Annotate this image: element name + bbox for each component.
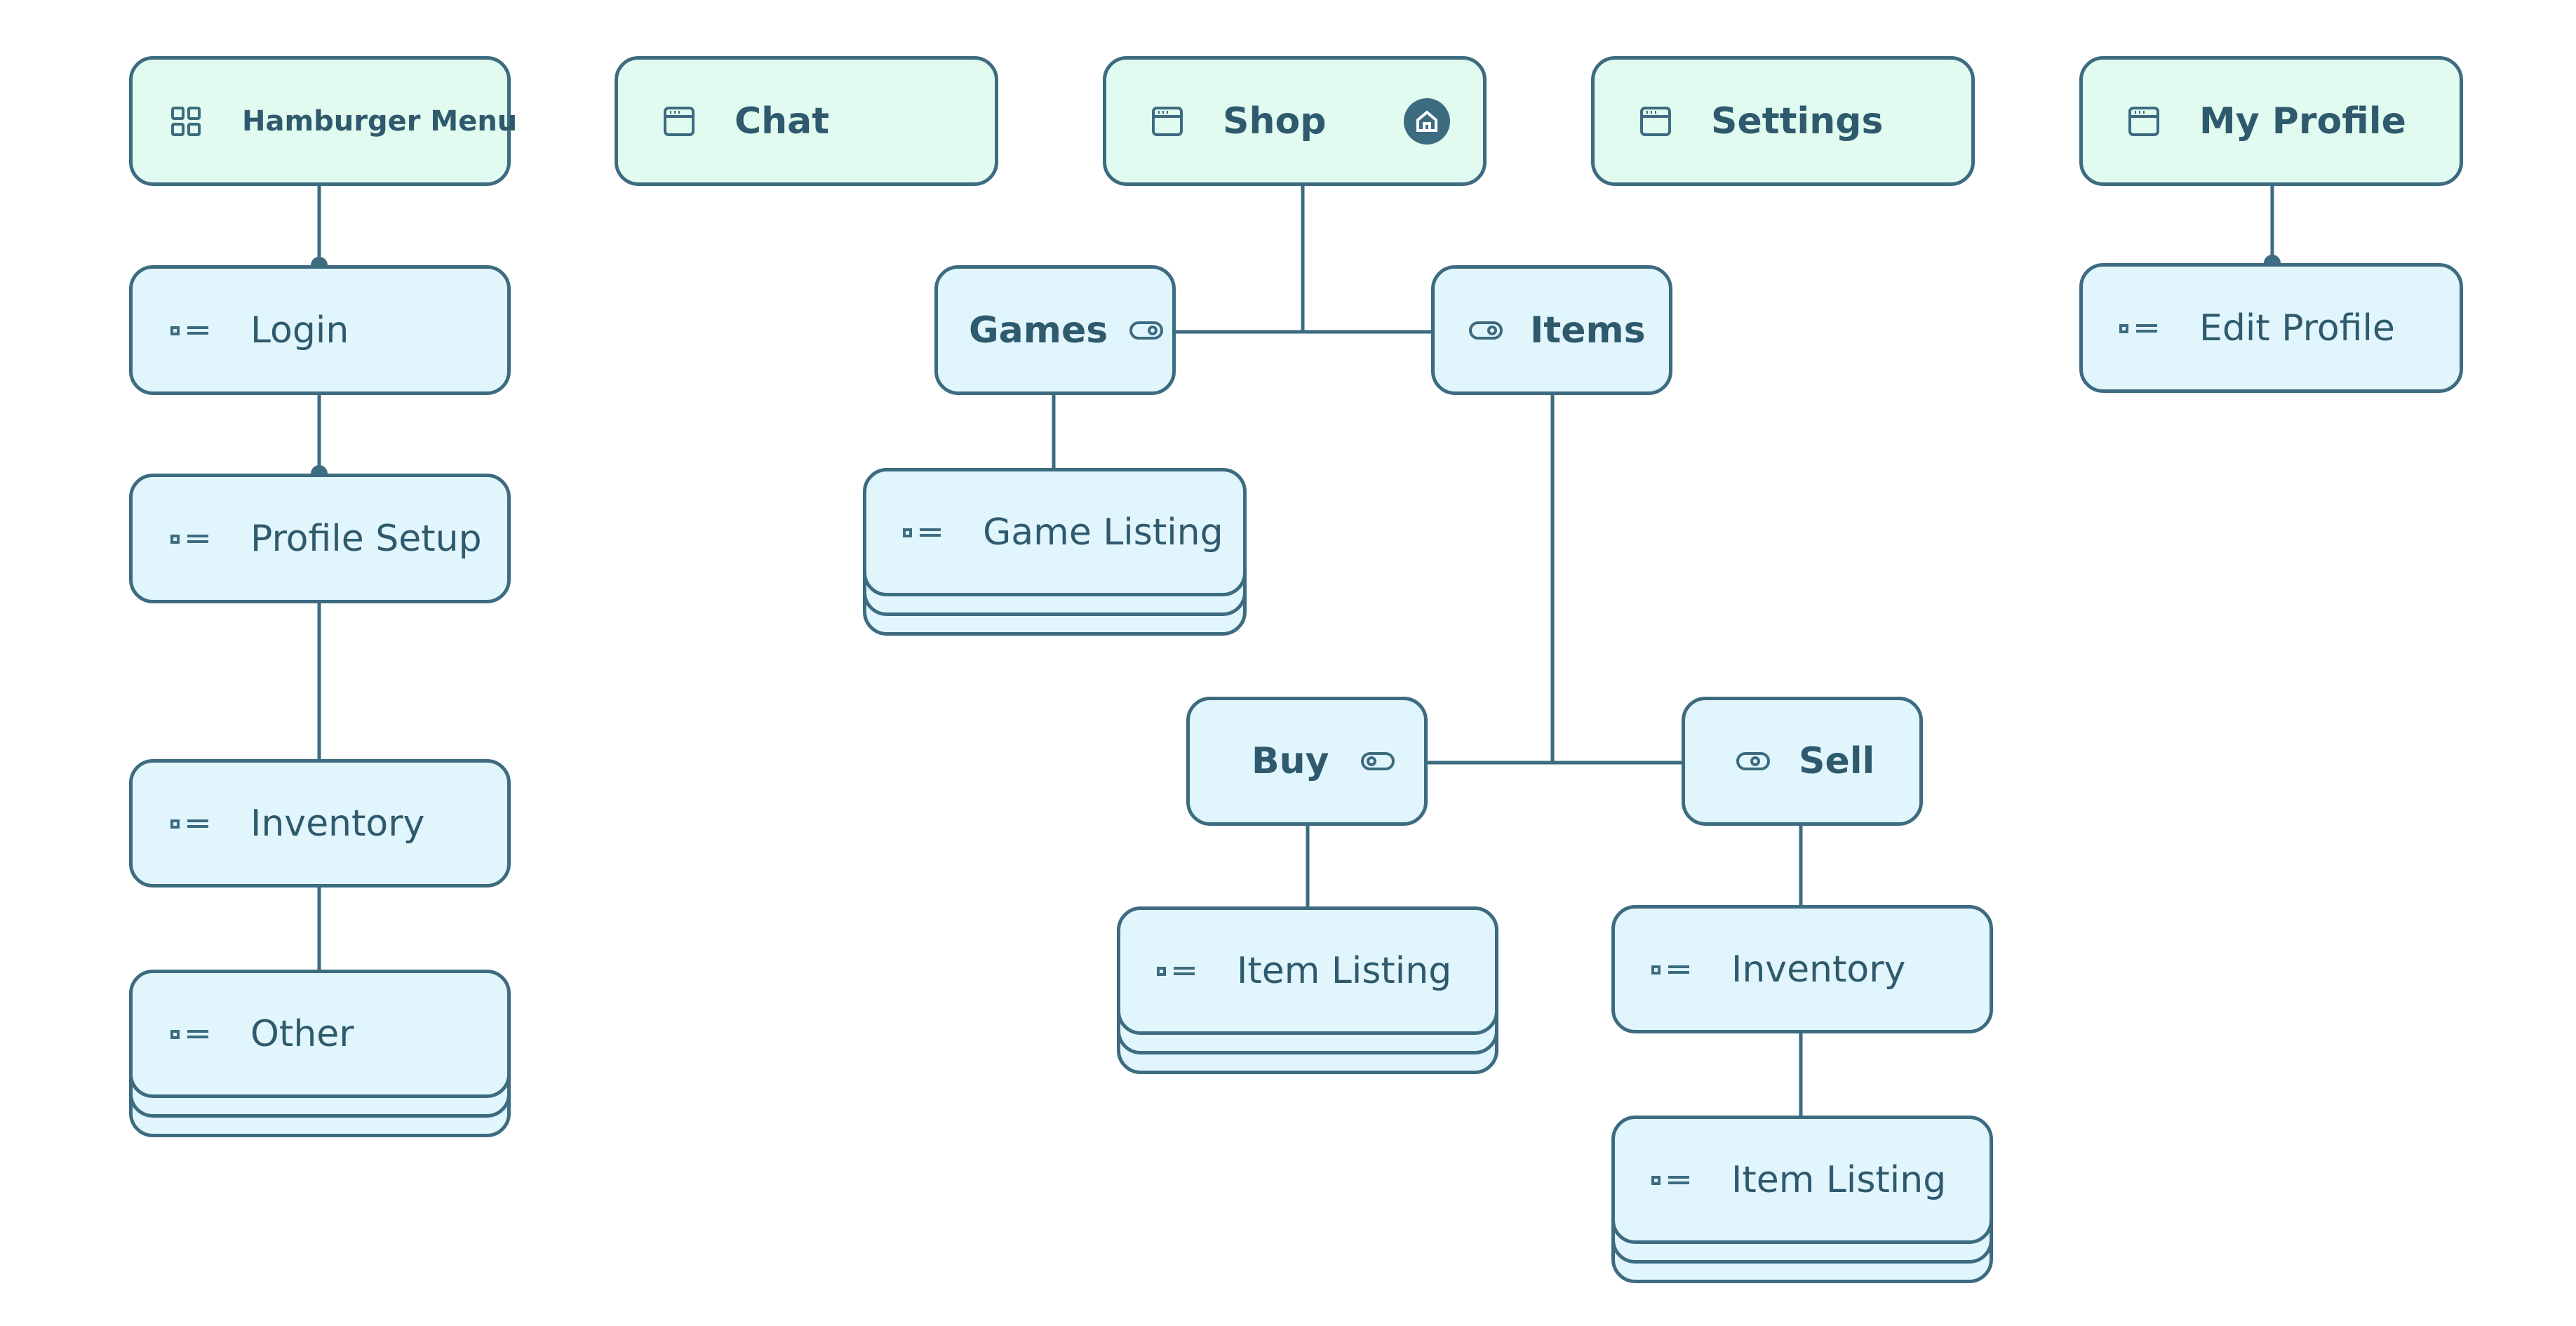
component-other[interactable]: Other (129, 970, 511, 1098)
toggle-icon (1468, 320, 1503, 341)
page-hamburger-menu[interactable]: Hamburger Menu (129, 56, 517, 186)
list-icon (2119, 321, 2159, 335)
component-label: Buy (1252, 740, 1329, 782)
component-label: Other (250, 1012, 354, 1055)
browser-window-icon (1639, 106, 1672, 137)
component-item-listing-buy[interactable]: Item Listing (1117, 906, 1498, 1035)
page-settings[interactable]: Settings (1591, 56, 1975, 186)
component-label: Login (250, 309, 349, 351)
toggle-icon (1736, 751, 1771, 772)
component-label: Game Listing (983, 511, 1223, 554)
list-icon (1651, 1173, 1691, 1187)
component-label: Games (969, 309, 1108, 351)
component-label: Items (1530, 309, 1646, 351)
page-label: Hamburger Menu (242, 105, 518, 138)
component-games[interactable]: Games (934, 265, 1176, 395)
component-item-listing-sell[interactable]: Item Listing (1611, 1116, 1993, 1244)
list-icon (170, 532, 210, 546)
home-icon (1404, 98, 1450, 145)
component-label: Sell (1799, 740, 1875, 782)
page-my-profile[interactable]: My Profile (2079, 56, 2463, 186)
toggle-icon (1129, 320, 1164, 341)
component-inventory-sell[interactable]: Inventory (1611, 905, 1993, 1033)
page-label: Shop (1223, 100, 1327, 142)
component-edit-profile[interactable]: Edit Profile (2079, 263, 2463, 393)
list-icon (170, 817, 210, 831)
component-buy[interactable]: Buy (1186, 697, 1428, 826)
page-label: Settings (1711, 100, 1884, 142)
page-chat[interactable]: Chat (615, 56, 998, 186)
component-game-listing[interactable]: Game Listing (863, 468, 1247, 596)
component-label: Inventory (1731, 948, 1906, 991)
component-label: Item Listing (1731, 1158, 1947, 1201)
page-label: My Profile (2199, 100, 2406, 142)
component-label: Profile Setup (250, 517, 482, 560)
component-label: Edit Profile (2199, 307, 2395, 349)
page-label: Chat (734, 100, 830, 142)
browser-window-icon (1151, 106, 1183, 137)
component-inventory[interactable]: Inventory (129, 759, 511, 888)
component-login[interactable]: Login (129, 265, 511, 395)
list-icon (170, 323, 210, 337)
page-shop[interactable]: Shop (1103, 56, 1487, 186)
list-icon (1157, 964, 1196, 978)
browser-window-icon (2128, 106, 2160, 137)
component-label: Inventory (250, 802, 425, 845)
toggle-icon (1360, 751, 1395, 772)
list-icon (170, 1027, 210, 1041)
grid-icon (170, 106, 201, 137)
browser-window-icon (663, 106, 695, 137)
list-icon (903, 525, 942, 540)
list-icon (1651, 963, 1691, 977)
component-sell[interactable]: Sell (1682, 697, 1923, 826)
component-label: Item Listing (1237, 949, 1452, 992)
component-profile-setup[interactable]: Profile Setup (129, 474, 511, 603)
component-items[interactable]: Items (1431, 265, 1672, 395)
